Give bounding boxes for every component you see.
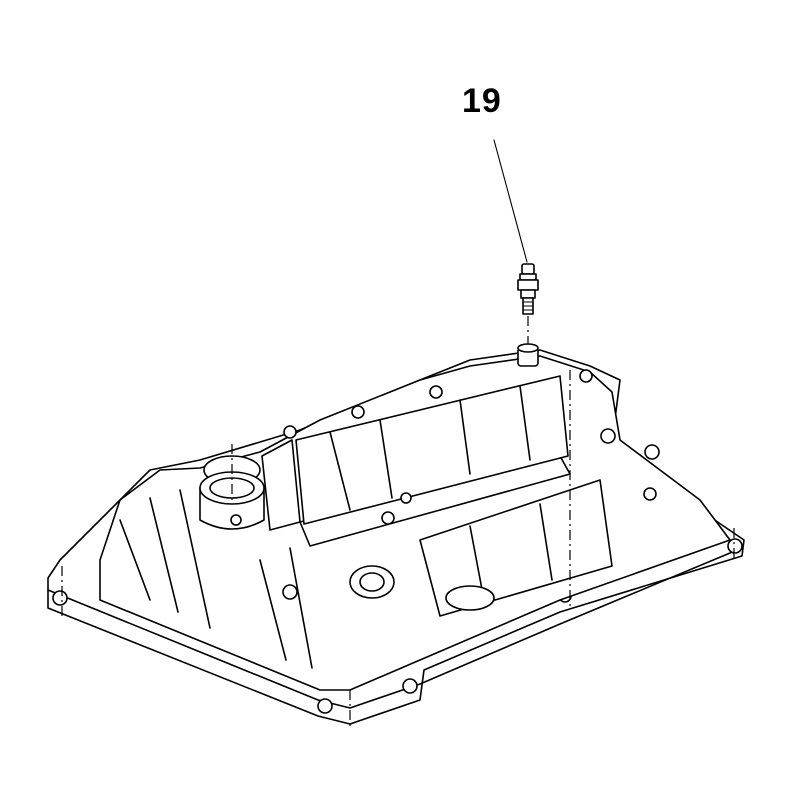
- stud-bolt: [517, 263, 539, 315]
- callout-leader-line: [493, 139, 528, 263]
- callout-number: 19: [462, 82, 502, 120]
- valve-cover-body: [99, 343, 731, 691]
